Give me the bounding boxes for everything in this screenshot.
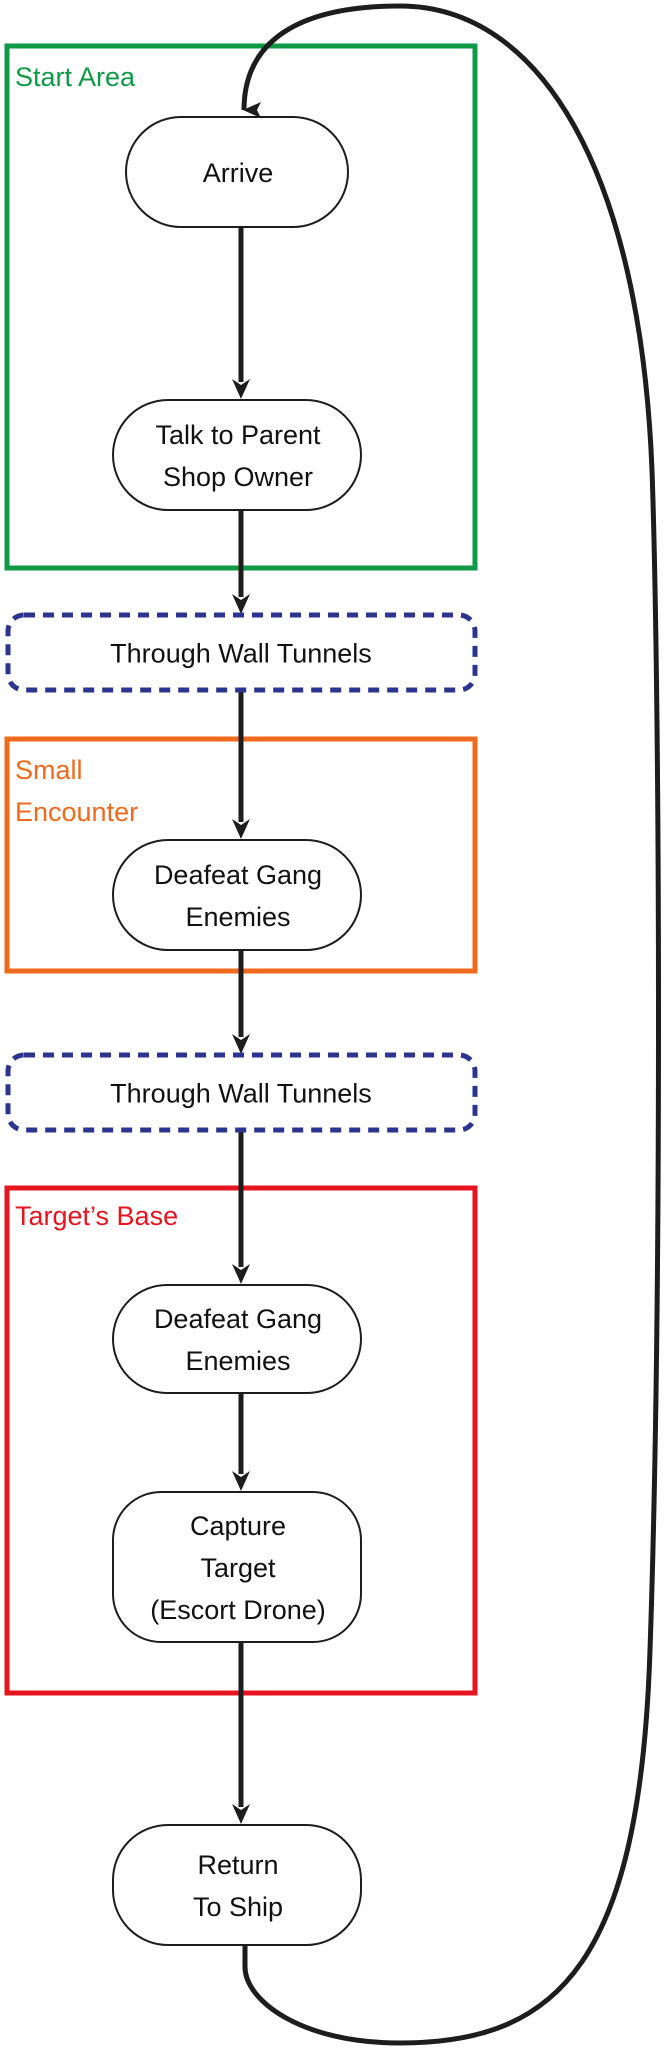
transition-tunnels-2: Through Wall Tunnels xyxy=(5,1052,478,1133)
node-label: Enemies xyxy=(185,902,290,932)
node-label: Enemies xyxy=(185,1346,290,1376)
arrowhead-icon xyxy=(232,1264,250,1284)
node-shape xyxy=(112,1491,362,1643)
loop-edge-return-to-arrive xyxy=(241,3,661,2046)
transition-label: Through Wall Tunnels xyxy=(110,1079,372,1109)
node-label: To Ship xyxy=(193,1892,283,1922)
transition-frame xyxy=(5,1052,478,1133)
group-label: Start Area xyxy=(15,62,136,92)
arrowhead-icon xyxy=(232,1471,250,1491)
transition-tunnels-1: Through Wall Tunnels xyxy=(5,612,478,693)
node-label: Target xyxy=(200,1553,276,1583)
node-label: Arrive xyxy=(203,158,274,188)
node-label: Talk to Parent xyxy=(155,420,321,450)
node-label: Deafeat Gang xyxy=(154,1304,322,1334)
node-return-to-ship: Return To Ship xyxy=(112,1824,362,1946)
group-label: Encounter xyxy=(15,797,138,827)
node-shape xyxy=(125,116,349,228)
node-label: (Escort Drone) xyxy=(150,1595,326,1625)
transition-frame xyxy=(5,612,478,693)
node-label: Capture xyxy=(190,1511,286,1541)
node-label: Deafeat Gang xyxy=(154,860,322,890)
group-label: Small xyxy=(15,755,83,785)
node-label: Return xyxy=(197,1850,278,1880)
node-shape xyxy=(112,839,362,951)
arrowhead-icon xyxy=(232,594,250,614)
node-shape xyxy=(112,1284,362,1394)
arrowhead-icon xyxy=(232,1804,250,1824)
transition-label: Through Wall Tunnels xyxy=(110,639,372,669)
node-shape xyxy=(112,399,362,511)
node-shape xyxy=(112,1824,362,1946)
node-arrive: Arrive xyxy=(125,116,349,228)
arrowhead-icon xyxy=(232,819,250,839)
group-label: Target’s Base xyxy=(15,1201,178,1231)
node-label: Shop Owner xyxy=(163,462,313,492)
arrowhead-icon xyxy=(232,379,250,399)
arrowhead-icon xyxy=(232,1034,250,1054)
